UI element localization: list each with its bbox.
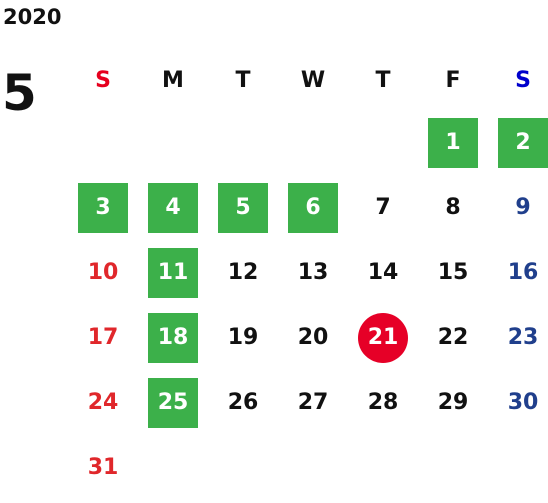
calendar-day-highlighted[interactable]: 18: [138, 305, 208, 370]
calendar-day[interactable]: 16: [488, 240, 548, 305]
calendar-day[interactable]: 27: [278, 370, 348, 435]
calendar-day[interactable]: 29: [418, 370, 488, 435]
day-number: 14: [367, 260, 399, 285]
weekday-thursday: T: [375, 67, 391, 93]
calendar-day: [488, 435, 548, 500]
day-number: 11: [148, 247, 198, 298]
calendar-day[interactable]: 26: [208, 370, 278, 435]
calendar-week: 24 25 26 27 28 29 30: [68, 370, 548, 435]
year-label: 2020: [3, 5, 62, 29]
day-number: 23: [507, 325, 539, 350]
day-number: 1: [428, 117, 478, 168]
calendar-week: 31: [68, 435, 548, 500]
day-number: 4: [148, 182, 198, 233]
calendar-day[interactable]: 30: [488, 370, 548, 435]
weekday-monday: M: [162, 67, 184, 93]
day-number: 8: [445, 195, 461, 220]
calendar-day[interactable]: 15: [418, 240, 488, 305]
calendar-day[interactable]: 20: [278, 305, 348, 370]
calendar-day: [68, 110, 138, 175]
day-number: 12: [227, 260, 259, 285]
day-number: 25: [148, 377, 198, 428]
day-number: 19: [227, 325, 259, 350]
month-label: 5: [2, 64, 37, 122]
calendar-day: [348, 110, 418, 175]
day-number: 27: [297, 390, 329, 415]
calendar-day: [208, 435, 278, 500]
calendar-day-highlighted[interactable]: 2: [488, 110, 548, 175]
day-number: 2: [498, 117, 548, 168]
calendar-day[interactable]: 23: [488, 305, 548, 370]
calendar-day-highlighted[interactable]: 5: [208, 175, 278, 240]
calendar-day[interactable]: 31: [68, 435, 138, 500]
calendar-day-highlighted[interactable]: 11: [138, 240, 208, 305]
day-number: 29: [437, 390, 469, 415]
day-number: 24: [87, 390, 119, 415]
calendar-day-highlighted[interactable]: 3: [68, 175, 138, 240]
calendar-week: 17 18 19 20 21 22 23: [68, 305, 548, 370]
day-number: 20: [297, 325, 329, 350]
day-number: 9: [515, 195, 531, 220]
calendar-week: 1 2: [68, 110, 548, 175]
calendar-day[interactable]: 12: [208, 240, 278, 305]
weekday-wednesday: W: [300, 67, 326, 93]
calendar-day[interactable]: 17: [68, 305, 138, 370]
day-number: 10: [87, 260, 119, 285]
calendar-day-highlighted[interactable]: 25: [138, 370, 208, 435]
calendar-day[interactable]: 7: [348, 175, 418, 240]
day-number: 3: [78, 182, 128, 233]
calendar-day: [348, 435, 418, 500]
weekday-header: S M T W T F S: [68, 50, 548, 110]
day-number: 28: [367, 390, 399, 415]
calendar-day[interactable]: 9: [488, 175, 548, 240]
day-number: 30: [507, 390, 539, 415]
calendar-day[interactable]: 28: [348, 370, 418, 435]
calendar-day[interactable]: 19: [208, 305, 278, 370]
day-number: 22: [437, 325, 469, 350]
calendar-week: 3 4 5 6 7 8 9: [68, 175, 548, 240]
day-number: 7: [375, 195, 391, 220]
calendar-day-today[interactable]: 21: [348, 305, 418, 370]
day-number: 5: [218, 182, 268, 233]
calendar-day-highlighted[interactable]: 6: [278, 175, 348, 240]
calendar-day: [278, 110, 348, 175]
weekday-saturday: S: [515, 67, 531, 93]
calendar-day-highlighted[interactable]: 1: [418, 110, 488, 175]
day-number: 6: [288, 182, 338, 233]
day-number: 18: [148, 312, 198, 363]
calendar-grid: S M T W T F S 1 2 3 4 5 6 7 8 9 10 11 12…: [68, 50, 548, 500]
day-number: 26: [227, 390, 259, 415]
day-number: 16: [507, 260, 539, 285]
day-number: 21: [358, 312, 408, 363]
calendar-day[interactable]: 24: [68, 370, 138, 435]
calendar-day[interactable]: 22: [418, 305, 488, 370]
day-number: 17: [87, 325, 119, 350]
weekday-friday: F: [445, 67, 461, 93]
calendar-week: 10 11 12 13 14 15 16: [68, 240, 548, 305]
calendar-day[interactable]: 13: [278, 240, 348, 305]
calendar-day[interactable]: 8: [418, 175, 488, 240]
weekday-sunday: S: [95, 67, 111, 93]
calendar-day: [278, 435, 348, 500]
calendar-day: [138, 110, 208, 175]
calendar-day: [138, 435, 208, 500]
calendar-day: [208, 110, 278, 175]
day-number: 31: [87, 455, 119, 480]
calendar-day: [418, 435, 488, 500]
calendar-day-highlighted[interactable]: 4: [138, 175, 208, 240]
calendar-day[interactable]: 14: [348, 240, 418, 305]
weekday-tuesday: T: [235, 67, 251, 93]
day-number: 15: [437, 260, 469, 285]
day-number: 13: [297, 260, 329, 285]
calendar-day[interactable]: 10: [68, 240, 138, 305]
